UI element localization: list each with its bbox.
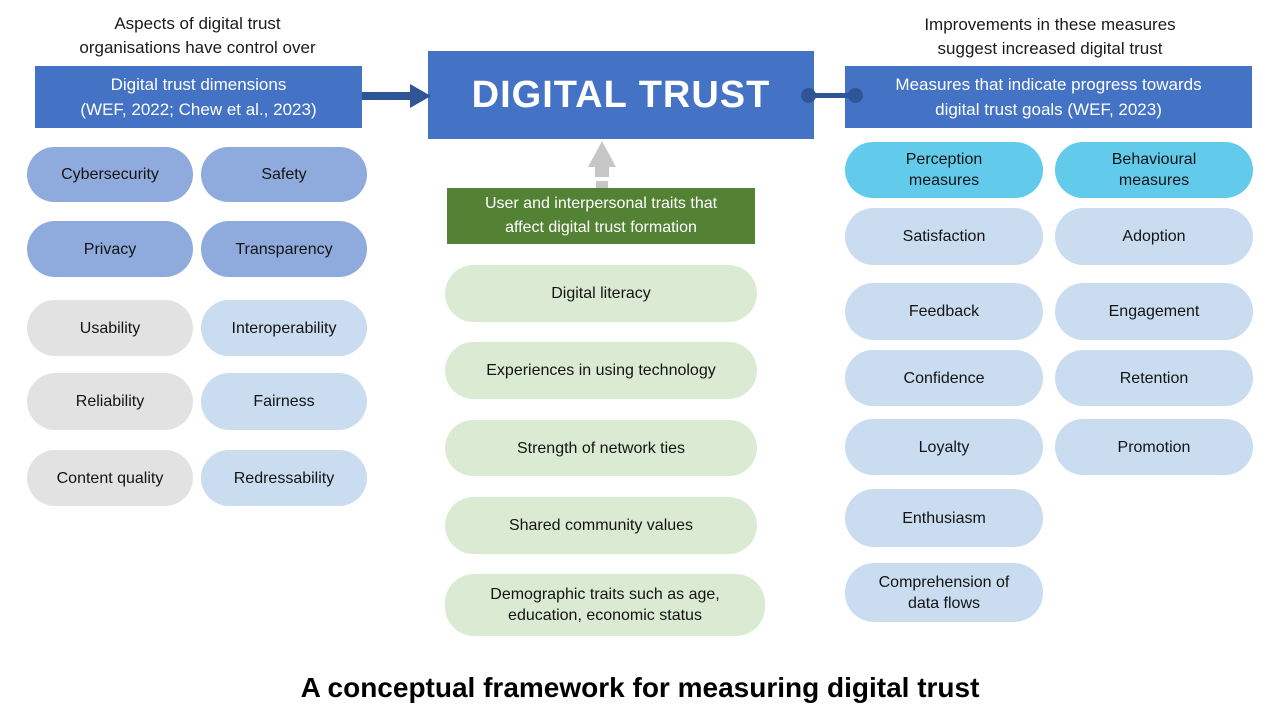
user-traits-box: User and interpersonal traits that affec… [447,188,755,244]
diagram-caption: A conceptual framework for measuring dig… [300,672,980,703]
pill-privacy: Privacy [27,221,193,277]
pill-demographic-traits: Demographic traits such as age, educatio… [445,574,765,636]
pill-retention: Retention [1055,350,1253,406]
pill-confidence: Confidence [845,350,1043,406]
right-connector-line [806,93,857,98]
pill-digital-literacy: Digital literacy [445,265,757,322]
pill-safety: Safety [201,147,367,202]
pill-satisfaction: Satisfaction [845,208,1043,265]
pill-enthusiasm: Enthusiasm [845,489,1043,547]
right-title-box: Measures that indicate progress towards … [845,66,1252,128]
pill-engagement: Engagement [1055,283,1253,340]
pill-loyalty: Loyalty [845,419,1043,475]
gray-arrow-dash [596,181,608,190]
pill-usability: Usability [27,300,193,356]
pill-network-ties: Strength of network ties [445,420,757,476]
pill-cybersecurity: Cybersecurity [27,147,193,202]
pill-adoption: Adoption [1055,208,1253,265]
pill-comprehension-data-flows: Comprehension of data flows [845,563,1043,622]
left-title-box: Digital trust dimensions (WEF, 2022; Che… [35,66,362,128]
pill-reliability: Reliability [27,373,193,430]
pill-fairness: Fairness [201,373,367,430]
pill-feedback: Feedback [845,283,1043,340]
left-arrow-head [410,84,431,108]
pill-interoperability: Interoperability [201,300,367,356]
pill-perception-measures: Perception measures [845,142,1043,198]
pill-behavioural-measures: Behavioural measures [1055,142,1253,198]
left-column-header: Aspects of digital trust organisations h… [79,14,316,57]
gray-arrow-head [588,141,616,167]
gray-arrow-stem [595,166,609,177]
pill-redressability: Redressability [201,450,367,506]
right-column-header: Improvements in these measures suggest i… [924,15,1176,58]
pill-transparency: Transparency [201,221,367,277]
digital-trust-box: DIGITAL TRUST [428,51,814,139]
right-connector-dot-right [848,88,863,103]
pill-content-quality: Content quality [27,450,193,506]
pill-experiences-technology: Experiences in using technology [445,342,757,399]
left-arrow-shaft [362,92,414,100]
pill-promotion: Promotion [1055,419,1253,475]
pill-shared-community-values: Shared community values [445,497,757,554]
right-connector-dot-left [801,88,816,103]
